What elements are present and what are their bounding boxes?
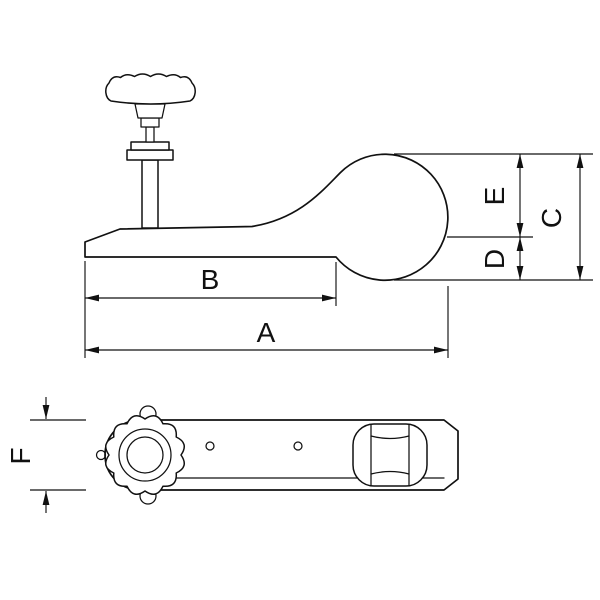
plate-hole-left <box>95 449 107 461</box>
dimension-label-e: E <box>479 187 510 206</box>
dimension-label-f: F <box>5 447 36 464</box>
threaded-shaft <box>145 126 155 143</box>
flange-lower <box>126 149 174 161</box>
dimension-label-d: D <box>479 249 510 269</box>
stem <box>141 159 159 229</box>
tool-body-outline <box>84 153 449 282</box>
flange-upper <box>130 141 170 151</box>
thumb-knob-top <box>104 414 186 496</box>
dimension-label-a: A <box>257 317 276 348</box>
plate-hole-2 <box>293 441 303 451</box>
roller-outline <box>352 423 428 487</box>
thumb-knob-side <box>105 73 196 105</box>
dimension-label-b: B <box>201 264 220 295</box>
roller-barrel-bottom <box>370 470 410 475</box>
dimension-label-c: C <box>536 208 567 228</box>
knob-hub <box>134 103 166 119</box>
roller-barrel-top <box>370 435 410 440</box>
knob-center-ring <box>126 436 164 474</box>
knob-inner-ring <box>118 428 172 482</box>
adjuster-collar <box>140 117 160 128</box>
side-view: B A E D C <box>84 73 593 358</box>
plan-view: F <box>5 397 459 513</box>
plate-hole-1 <box>205 441 215 451</box>
